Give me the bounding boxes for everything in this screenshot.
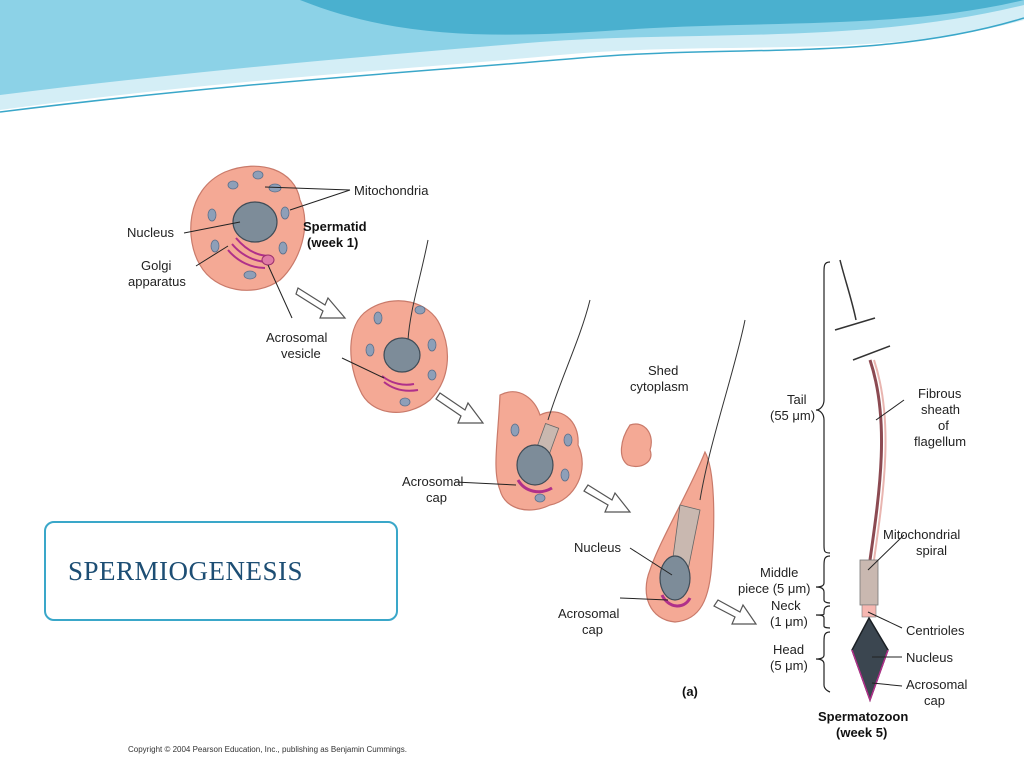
slide-title: SPERMIOGENESIS	[68, 555, 304, 586]
label-acrosomal-vesicle-2: vesicle	[281, 346, 321, 361]
label-acrosomal-cap-3b: cap	[924, 693, 945, 708]
label-fibrous-4: flagellum	[914, 434, 966, 449]
label-middle-2: piece (5 μm)	[738, 581, 811, 596]
spermatozoon	[834, 259, 891, 703]
length-braces	[815, 261, 831, 693]
label-acrosomal-cap-3a: Acrosomal	[906, 677, 968, 692]
acrosomal-vesicle-stage-1	[261, 254, 275, 266]
label-centrioles: Centrioles	[906, 623, 965, 638]
label-nucleus-2: Nucleus	[574, 540, 621, 555]
label-spermatid-1: Spermatid	[303, 219, 367, 234]
label-fibrous-2: sheath	[921, 402, 960, 417]
arrow-4	[713, 599, 758, 625]
label-nucleus-1: Nucleus	[127, 225, 174, 240]
arrow-1	[295, 287, 347, 319]
title-box: SPERMIOGENESIS	[44, 521, 398, 621]
label-tail-2: (55 μm)	[770, 408, 815, 423]
label-mito-spiral-1: Mitochondrial	[883, 527, 960, 542]
slide-header-banner	[0, 0, 1024, 113]
diagram-labels: Mitochondria Nucleus Spermatid (week 1) …	[127, 183, 968, 740]
label-acrosomal-cap-2b: cap	[582, 622, 603, 637]
label-acrosomal-cap-1a: Acrosomal	[402, 474, 464, 489]
label-acrosomal-vesicle-1: Acrosomal	[266, 330, 328, 345]
spermatid-stage-4	[645, 319, 746, 623]
label-spermatozoon-2: (week 5)	[836, 725, 887, 740]
copyright-notice: Copyright © 2004 Pearson Education, Inc.…	[128, 745, 407, 754]
label-mito-spiral-2: spiral	[916, 543, 947, 558]
label-tail-1: Tail	[787, 392, 807, 407]
banner-wave-dark	[300, 0, 1024, 35]
label-mitochondria: Mitochondria	[354, 183, 429, 198]
label-shed-1: Shed	[648, 363, 678, 378]
label-neck-2: (1 μm)	[770, 614, 808, 629]
label-neck-1: Neck	[771, 598, 801, 613]
spermatid-cell	[190, 165, 306, 291]
label-spermatid-2: (week 1)	[307, 235, 358, 250]
label-nucleus-3: Nucleus	[906, 650, 953, 665]
label-shed-2: cytoplasm	[630, 379, 689, 394]
spermatid-stage-3	[495, 299, 591, 511]
label-fibrous-3: of	[938, 418, 949, 433]
banner-line	[0, 17, 1024, 113]
label-head-1: Head	[773, 642, 804, 657]
label-acrosomal-cap-1b: cap	[426, 490, 447, 505]
spermatozoon-head	[851, 616, 889, 703]
arrow-3	[583, 484, 632, 513]
label-fibrous-1: Fibrous	[918, 386, 962, 401]
label-spermatozoon-1: Spermatozoon	[818, 709, 908, 724]
shed-cytoplasm	[620, 423, 652, 468]
nucleus-stage-1	[232, 201, 278, 243]
label-acrosomal-cap-2a: Acrosomal	[558, 606, 620, 621]
label-head-2: (5 μm)	[770, 658, 808, 673]
spermatid-stage-2	[350, 239, 449, 413]
label-panel: (a)	[682, 684, 698, 699]
label-golgi-2: apparatus	[128, 274, 186, 289]
leader-lines	[183, 186, 905, 687]
label-golgi-1: Golgi	[141, 258, 171, 273]
arrow-2	[435, 392, 485, 424]
label-middle-1: Middle	[760, 565, 798, 580]
